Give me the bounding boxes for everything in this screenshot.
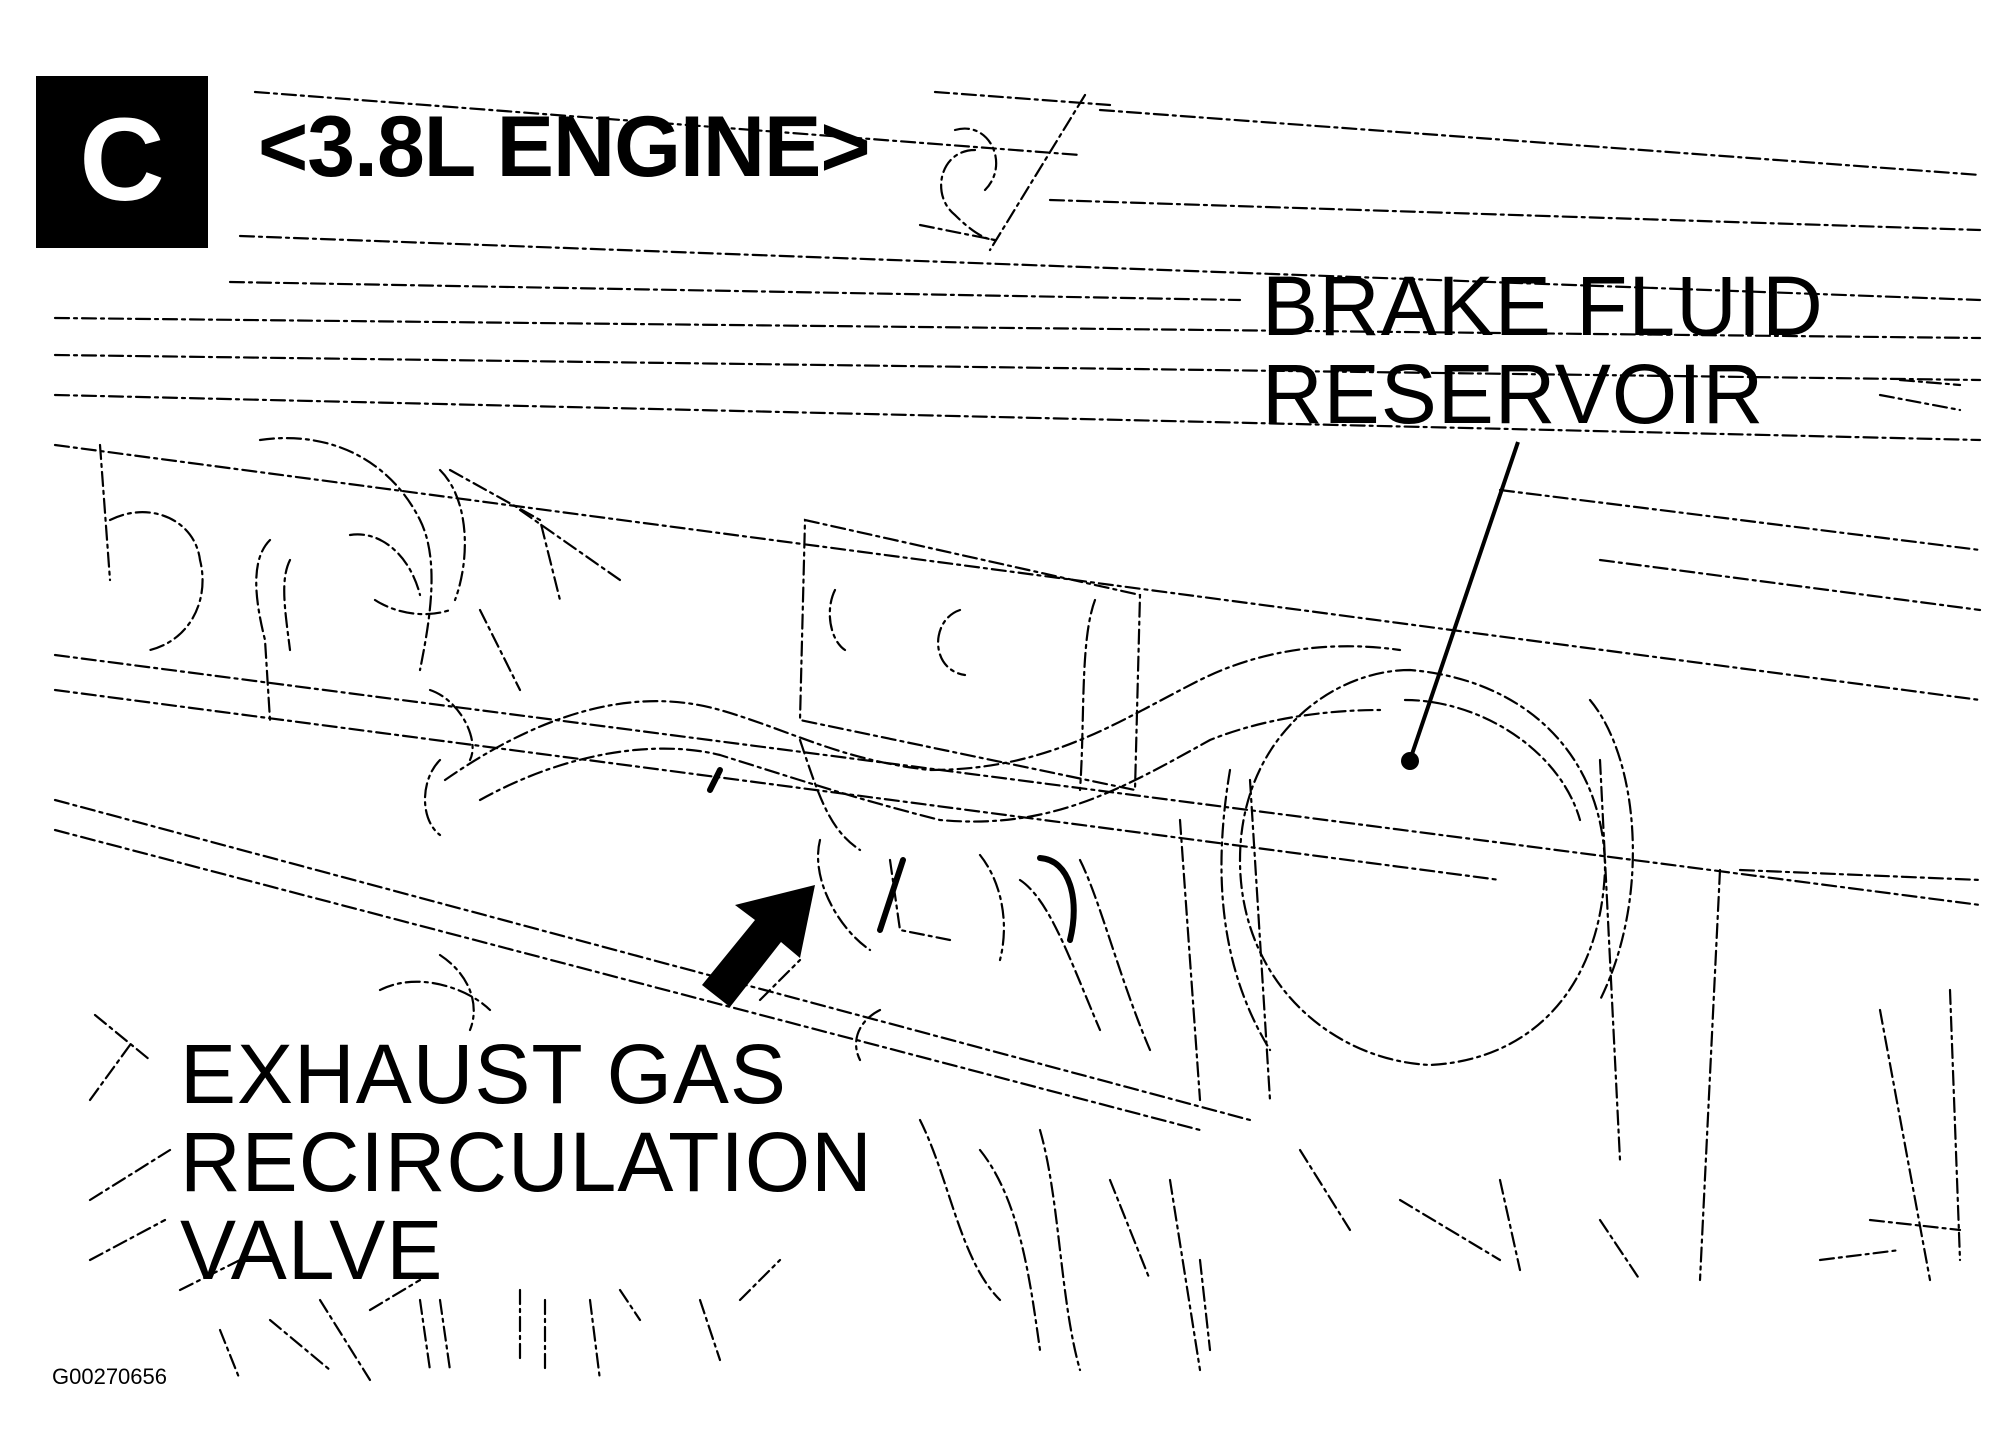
brake-label-line-2: RESERVOIR (1262, 347, 1765, 441)
egr-valve-label: EXHAUST GAS RECIRCULATION VALVE (180, 1030, 873, 1294)
egr-label-line-1: EXHAUST GAS (180, 1027, 787, 1121)
section-badge-letter: C (79, 94, 165, 226)
brake-fluid-reservoir-label: BRAKE FLUID RESERVOIR (1262, 262, 1824, 438)
egr-label-line-2: RECIRCULATION (180, 1115, 873, 1209)
brake-label-line-1: BRAKE FLUID (1262, 259, 1824, 353)
diagram-title: <3.8L ENGINE> (258, 99, 871, 195)
brake-reservoir-leader-line (1408, 441, 1520, 761)
egr-label-line-3: VALVE (180, 1203, 444, 1297)
figure-id: G00270656 (52, 1364, 167, 1389)
section-badge: C (36, 76, 208, 248)
egr-arrow (702, 885, 815, 1007)
